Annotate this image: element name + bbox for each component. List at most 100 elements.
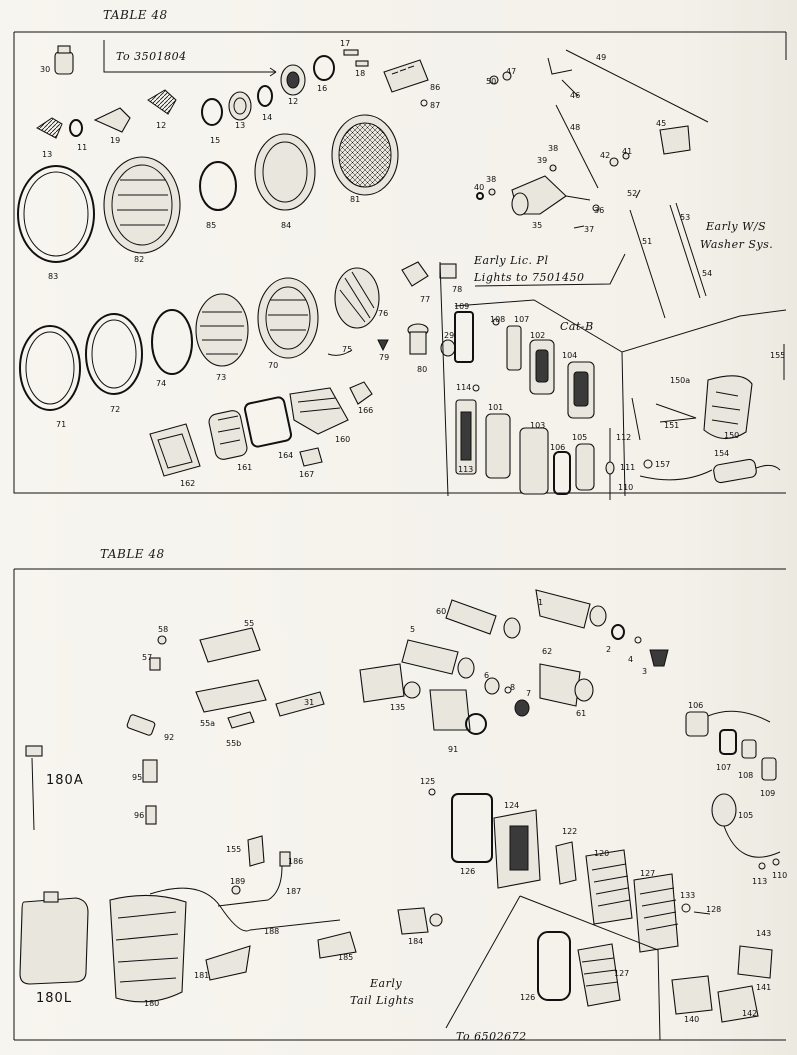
callout: 106 [688, 701, 703, 710]
callout: 12 [288, 97, 298, 106]
callout: 29 [444, 331, 454, 340]
callout: 62 [542, 647, 552, 656]
callout: 57 [142, 653, 152, 662]
callout: 189 [230, 877, 245, 886]
callout: 3 [642, 667, 647, 676]
callout: 107 [514, 315, 529, 324]
callout: 85 [206, 221, 216, 230]
callout: 41 [622, 147, 632, 156]
callout: 127 [640, 869, 655, 878]
callout: 109 [454, 302, 469, 311]
callout: 2 [606, 645, 611, 654]
callout: 102 [530, 331, 545, 340]
callout: 112 [616, 433, 631, 442]
callout: 60 [436, 607, 446, 616]
callout: 51 [642, 237, 652, 246]
callout: 125 [420, 777, 435, 786]
callout: 106 [550, 443, 565, 452]
callout: 61 [576, 709, 586, 718]
callout: 150a [670, 376, 690, 385]
callout: 101 [488, 403, 503, 412]
callout: 38 [486, 175, 496, 184]
callout: 128 [706, 905, 721, 914]
callout: 188 [264, 927, 279, 936]
callout: 76 [378, 309, 388, 318]
callout: 14 [262, 113, 272, 122]
table-title-top: TABLE 48 [103, 8, 168, 22]
callout: 184 [408, 937, 423, 946]
callout: 16 [317, 84, 327, 93]
callout: 155 [770, 351, 785, 360]
callout: 185 [338, 953, 353, 962]
callout: 6 [484, 671, 489, 680]
callout: 164 [278, 451, 293, 460]
tail-lamp-parts-right [428, 710, 781, 1041]
callout: 79 [379, 353, 389, 362]
switch-parts-left [25, 627, 325, 831]
callout: 15 [210, 136, 220, 145]
callout: 126 [460, 867, 475, 876]
callout: 84 [281, 221, 291, 230]
bottom-table-frame [13, 568, 786, 1041]
callout: 12 [156, 121, 166, 130]
table-title-bottom: TABLE 48 [100, 547, 165, 561]
callout: 18 [355, 69, 365, 78]
callout: 37 [584, 225, 594, 234]
callout: 167 [299, 470, 314, 479]
note-to-6502672: To 6502672 [456, 1030, 527, 1043]
callout: 70 [268, 361, 278, 370]
callout: 55b [226, 739, 241, 748]
callout: 87 [430, 101, 440, 110]
callout: 113 [752, 877, 767, 886]
callout: 126 [520, 993, 535, 1002]
note-washer-sys: Washer Sys. [700, 238, 773, 251]
callout: 181 [194, 971, 209, 980]
callout: 111 [620, 463, 635, 472]
callout: 141 [756, 983, 771, 992]
callout: 53 [680, 213, 690, 222]
callout: 143 [756, 929, 771, 938]
callout: 72 [110, 405, 120, 414]
switch-parts-center [359, 589, 669, 735]
callout: 7 [526, 689, 531, 698]
callout: 83 [48, 272, 58, 281]
callout: 5 [410, 625, 415, 634]
callout: 77 [420, 295, 430, 304]
note-early-ws: Early W/S [705, 220, 766, 233]
callout: 75 [342, 345, 352, 354]
callout: 92 [164, 733, 174, 742]
callout: 142 [742, 1009, 757, 1018]
callout: 95 [132, 773, 142, 782]
callout: 31 [304, 698, 314, 707]
callout: 105 [572, 433, 587, 442]
callout: 17 [340, 39, 350, 48]
lamp-assembly-middle [19, 261, 457, 477]
callout: 127 [614, 969, 629, 978]
callouts-top: 30 17 16 18 86 87 12 13 11 19 12 15 13 1… [40, 39, 785, 492]
note-tail-lights: Tail Lights [350, 994, 414, 1007]
callout: 107 [716, 763, 731, 772]
callout: 52 [627, 189, 637, 198]
callout: 133 [680, 891, 695, 900]
callout: 122 [562, 827, 577, 836]
callout: 1 [538, 598, 543, 607]
callout: 81 [350, 195, 360, 204]
callout: 108 [738, 771, 753, 780]
callout: 161 [237, 463, 252, 472]
callout: 162 [180, 479, 195, 488]
callout: 47 [506, 67, 516, 76]
callout: 36 [594, 206, 604, 215]
callout: 86 [430, 83, 440, 92]
callout: 74 [156, 379, 166, 388]
callout: 157 [655, 460, 670, 469]
callout: 38 [548, 144, 558, 153]
callout: 105 [738, 811, 753, 820]
callout: 58 [158, 625, 168, 634]
wiper-assembly-group [476, 49, 709, 319]
callout: 155 [226, 845, 241, 854]
callout: 135 [390, 703, 405, 712]
callout: 71 [56, 420, 66, 429]
callout: 8 [510, 683, 515, 692]
note-lights-to: Lights to 7501450 [473, 271, 585, 284]
